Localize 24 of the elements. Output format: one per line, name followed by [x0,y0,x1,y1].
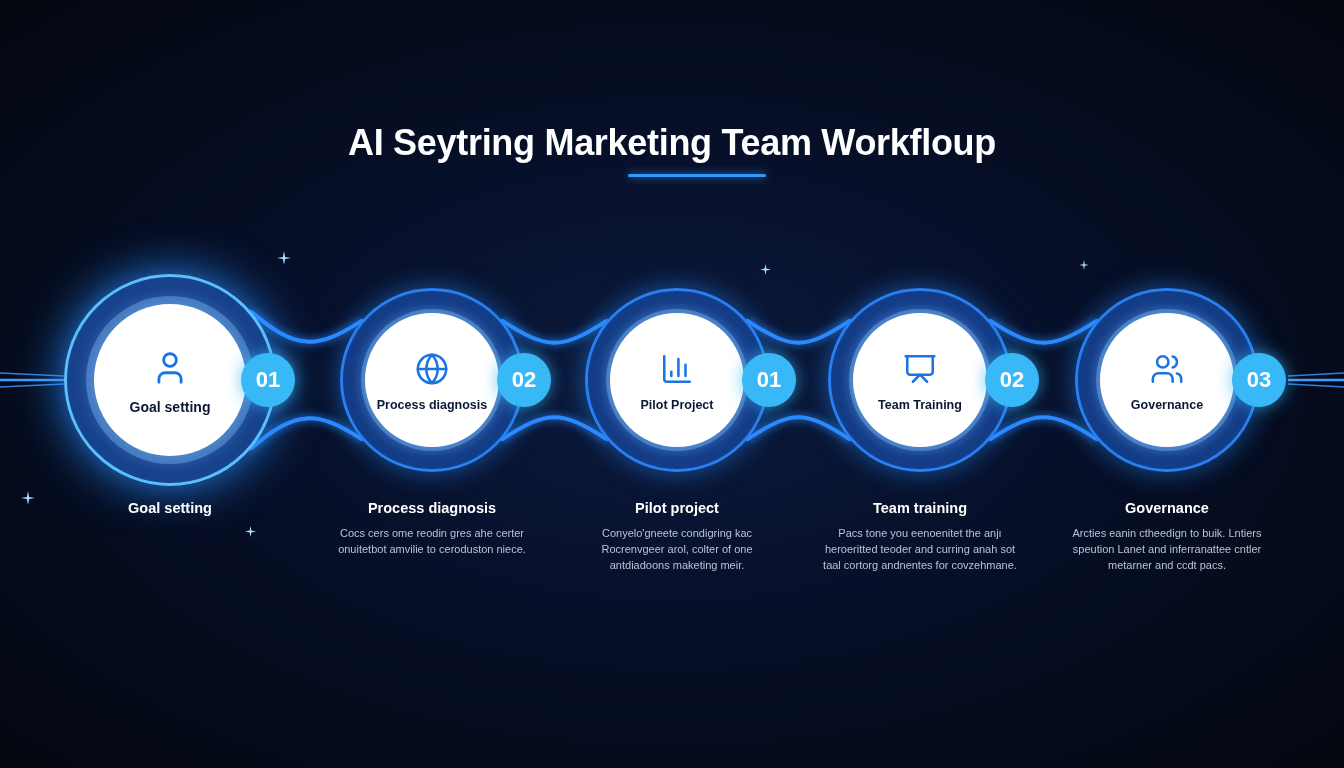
step-name: Goal setting [129,399,211,415]
step-name: Process diagnosis [376,398,488,412]
step-name: Pilot Project [640,398,714,412]
step-heading: Governance [1125,500,1209,516]
diagram-title: AI Seytring Marketing Team Workfloup [348,122,996,164]
connector-band [745,318,852,442]
step-number: 02 [497,353,551,407]
step-number: 01 [241,353,295,407]
step-description: Arcties eanin ctheedign to buik. Lntiers speution Lanet and inferranattee cntler metarner and ccdt pacs. [1071,526,1263,573]
step-description: Cocs cers ome reodin gres ahe certer onuitetbot amvilie to ceroduston niece. [337,526,527,557]
step-description: Pacs tone you eenoenitet the anjı heroeritted teoder and curring anah sot taal cortorg andnentes for covzehmane. [822,526,1018,573]
step-number: 01 [742,353,796,407]
step-number: 03 [1232,353,1286,407]
step-heading: Process diagnosis [367,500,497,516]
step-number: 02 [985,353,1039,407]
step-heading: Team training [873,500,967,516]
connector-band [500,318,609,442]
step-name: Team Training [878,398,962,412]
step-name: Governance [1130,398,1204,412]
step-description: Conyelo'gneete condigring kac Rocrenvgeer arol, colter of one antdiadoons maketing meir. [600,526,754,573]
step-heading: Goal setting [128,500,212,516]
connector-band [988,318,1099,442]
connector-band [249,309,364,451]
step-heading: Pilot project [635,500,719,516]
